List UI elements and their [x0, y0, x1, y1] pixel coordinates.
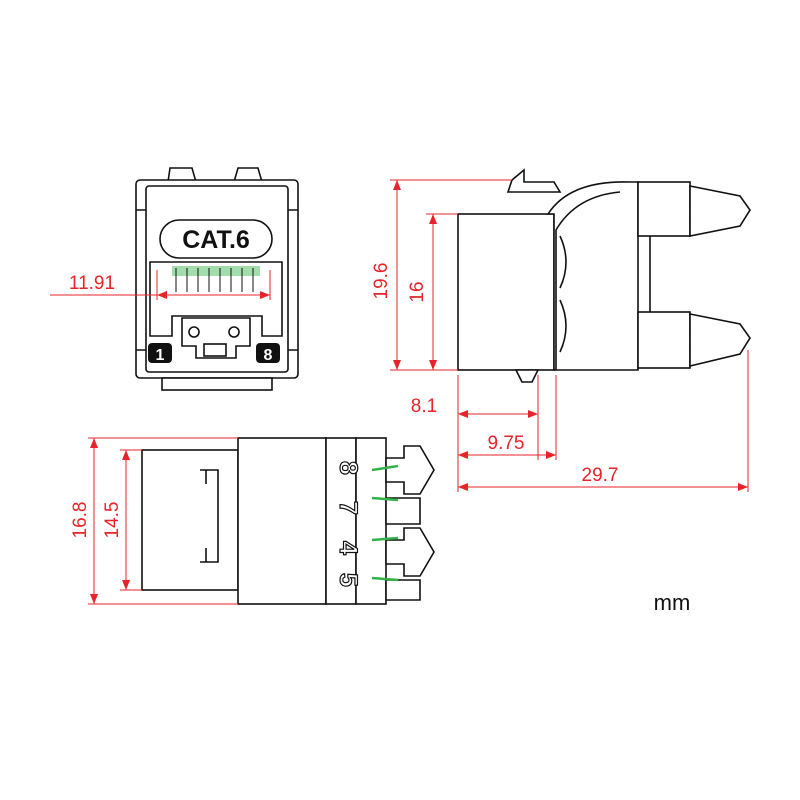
pin-marker-left [148, 343, 172, 363]
dimension-9-75: 9.75 [458, 375, 557, 460]
top-front-body [141, 449, 239, 591]
top-view: 8 7 4 5 [141, 437, 435, 605]
side-top-latch [506, 168, 562, 193]
dimension-9-75-label: 9.75 [488, 433, 525, 454]
dimension-14-5: 14.5 [102, 449, 142, 591]
dimension-16: 16 [407, 213, 458, 370]
top-rear-frame [355, 437, 387, 605]
dimension-11-91-label: 11.91 [69, 273, 115, 294]
side-lever-body [546, 181, 639, 371]
side-cutouts [559, 235, 567, 353]
top-pin-label-1: 8 [334, 461, 362, 475]
top-pin-label-strip [325, 437, 357, 605]
front-view: CAT.6 1 8 [135, 167, 299, 391]
dimension-19-6: 19.6 [371, 179, 512, 371]
cat6-badge-label: CAT.6 [182, 226, 250, 254]
contact-right-circle [228, 326, 240, 338]
top-pin-label-2: 7 [334, 501, 362, 515]
dimension-8-1: 8.1 [411, 375, 539, 492]
dimension-8-1-label: 8.1 [411, 396, 437, 417]
cat6-badge [159, 219, 273, 259]
side-view [457, 168, 751, 383]
top-pin-label-4: 5 [334, 573, 362, 587]
rear-clamp-lower-box [637, 311, 691, 369]
top-terminals [371, 445, 435, 601]
pin-label-right: 8 [264, 347, 273, 364]
front-body-inner [145, 185, 289, 373]
side-lever-curve [555, 191, 621, 370]
dimension-16-8: 16.8 [70, 437, 238, 605]
top-pin-label-3: 4 [334, 541, 362, 555]
front-bottom-tab [181, 317, 251, 359]
side-front-housing [457, 213, 555, 371]
front-center-notch [203, 343, 227, 357]
rear-clamp-upper-tip [689, 185, 751, 237]
rear-clamp-lower-tip [689, 313, 751, 368]
rj45-port-opening [149, 261, 283, 337]
top-mid-body [237, 437, 327, 605]
dimension-14-5-label: 14.5 [102, 502, 123, 539]
unit-label: mm [654, 590, 691, 615]
dimension-11-91: 11.91 [50, 270, 271, 300]
rear-clamp-upper-box [637, 181, 691, 237]
dimension-29-7-label: 29.7 [582, 465, 619, 486]
front-side-steps [136, 209, 298, 351]
front-foot [161, 377, 273, 391]
pin-marker-right [256, 343, 280, 363]
contact-left-circle [188, 326, 200, 338]
pin-label-left: 1 [156, 347, 165, 364]
dimension-16-label: 16 [407, 281, 428, 302]
side-bottom-latch [514, 369, 540, 383]
dimension-29-7: 29.7 [458, 350, 749, 492]
port-contacts [172, 266, 260, 292]
dimension-19-6-label: 19.6 [371, 263, 392, 300]
dimension-16-8-label: 16.8 [70, 502, 91, 539]
top-latch-slot [200, 469, 219, 563]
